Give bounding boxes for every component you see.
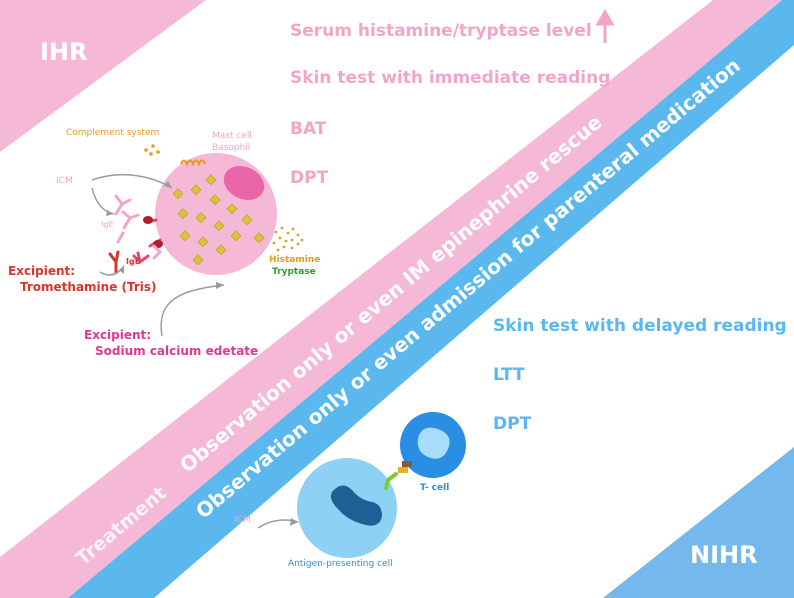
- nihr-icm-label: ICM: [234, 515, 251, 525]
- complement-dots: [144, 144, 160, 156]
- ihr-corner-triangle: [0, 0, 206, 152]
- tryptase-label: Tryptase: [272, 267, 316, 277]
- complement-label: Complement system: [66, 128, 160, 138]
- bound-ige-receptors: [132, 216, 163, 264]
- mast-cell-nucleus: [223, 165, 265, 201]
- icm-label: ICM: [56, 176, 73, 186]
- nihr-test-ltt: LTT: [493, 365, 525, 385]
- ige-label-1: IgE: [101, 220, 114, 229]
- excipient-2-name: Sodium calcium edetate: [95, 344, 259, 358]
- basophil-label: Basophil: [212, 143, 251, 153]
- mast-cell-label: Mast cell: [212, 131, 252, 141]
- mast-cell-granules: [172, 174, 265, 266]
- t-cell-label: T- cell: [420, 483, 450, 493]
- mast-cell-body: [155, 153, 277, 275]
- tcr-mhc-complex: [384, 461, 412, 490]
- t-cell-nucleus: [417, 427, 450, 459]
- ihr-label: IHR: [40, 38, 88, 66]
- nihr-test-dpt: DPT: [493, 414, 532, 434]
- ihr-test-dpt: DPT: [290, 168, 329, 188]
- blue-treatment-band: [68, 0, 794, 598]
- histamine-label: Histamine: [269, 255, 321, 265]
- nihr-icm-arrowhead: [290, 518, 298, 526]
- nihr-corner-triangle: [603, 447, 794, 598]
- nihr-label: NIHR: [690, 541, 758, 569]
- free-ige-antibodies: [114, 194, 140, 244]
- excipient-1-title: Excipient:: [8, 264, 76, 278]
- apc-nucleus: [330, 485, 382, 526]
- ihr-test-serum: Serum histamine/tryptase level: [290, 21, 592, 41]
- ihr-test-bat: BAT: [290, 119, 327, 139]
- ihr-arrowheads: [106, 181, 224, 289]
- increase-arrow-icon: [595, 9, 615, 43]
- excipient-2-title: Excipient:: [84, 328, 152, 342]
- nihr-test-skin-delayed: Skin test with delayed reading: [493, 316, 787, 336]
- excipient-ige: [108, 250, 120, 274]
- ige-label-2: IgE: [126, 257, 141, 266]
- ihr-test-skin-immediate: Skin test with immediate reading: [290, 68, 611, 88]
- apc-label: Antigen-presenting cell: [288, 559, 393, 569]
- mediator-dots: [272, 226, 304, 252]
- complement-receptor: [180, 159, 206, 167]
- excipient-1-name: Tromethamine (Tris): [20, 280, 157, 294]
